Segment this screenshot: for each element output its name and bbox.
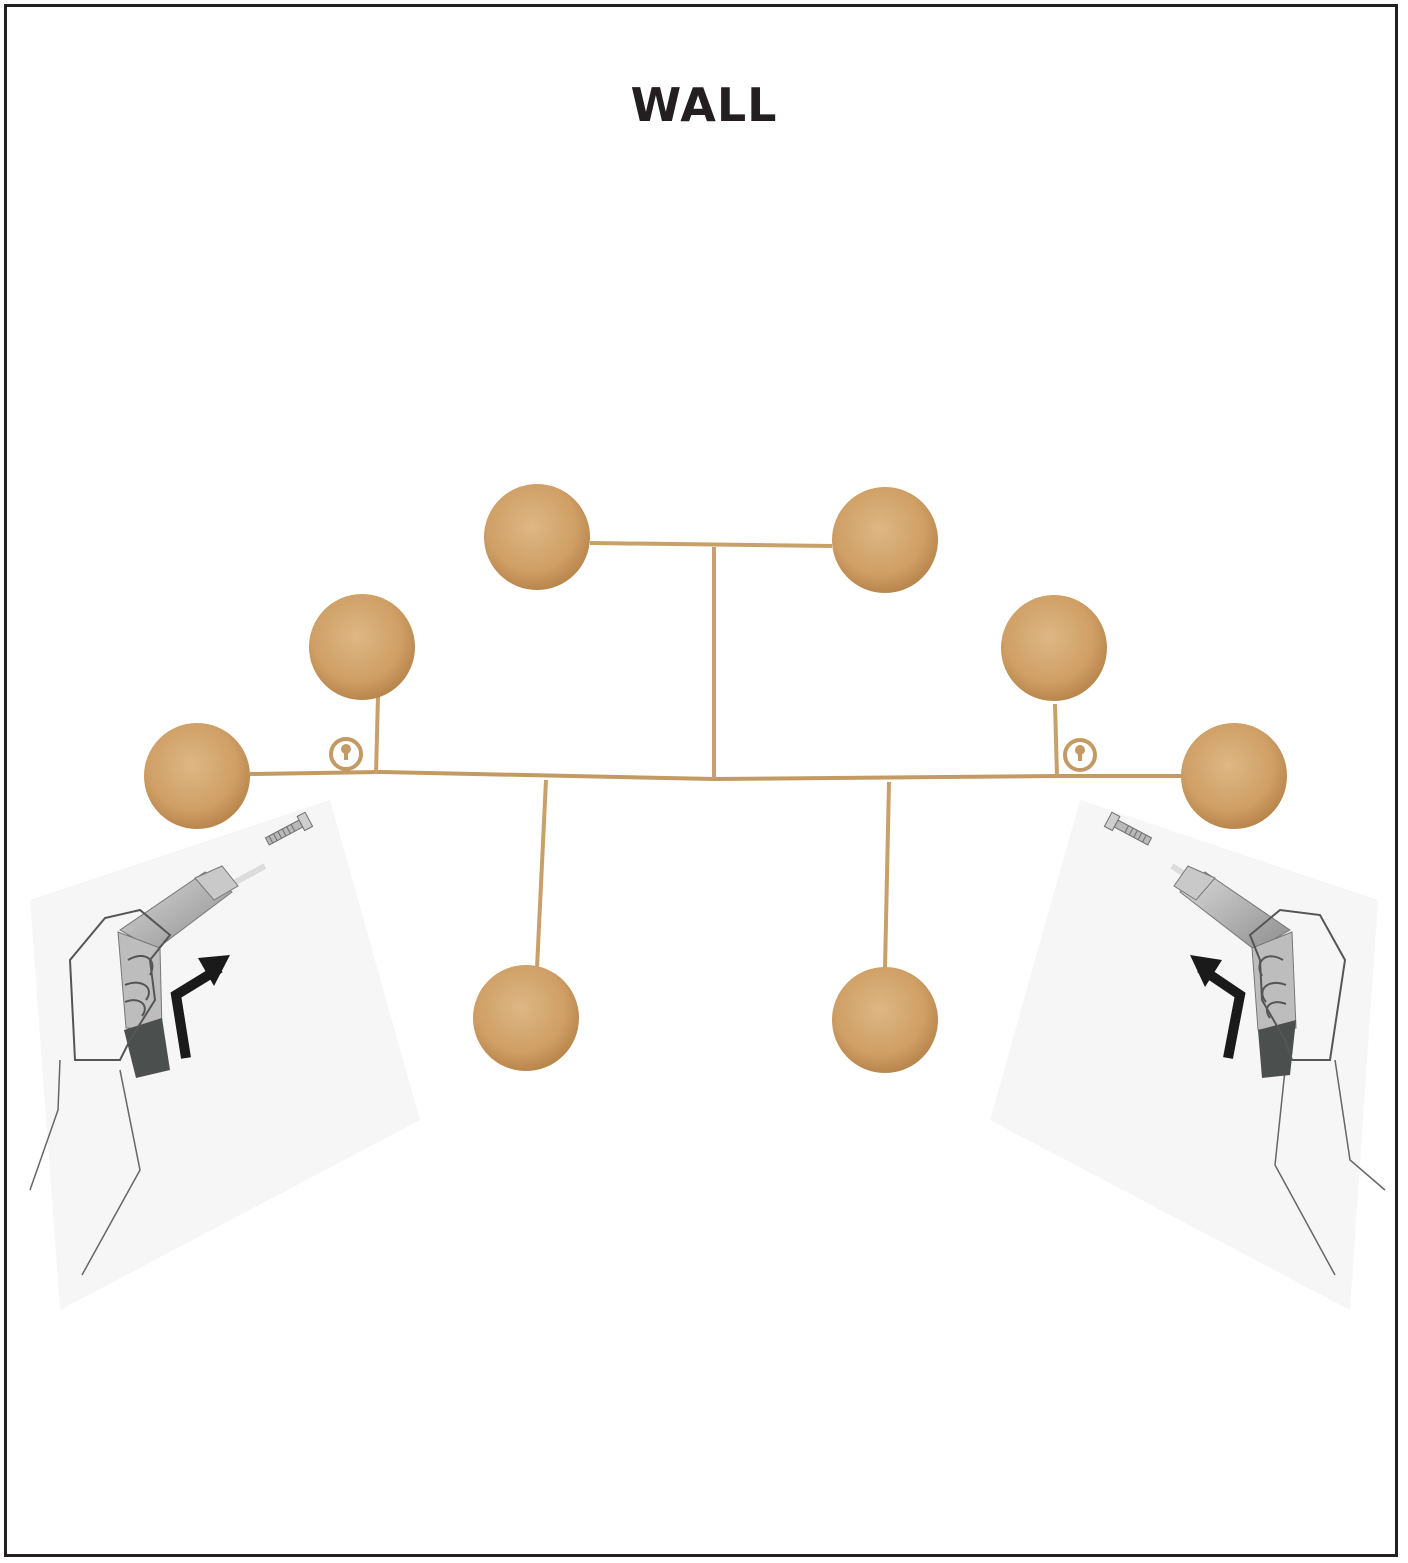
hook-disc: [1001, 595, 1107, 701]
keyhole-bracket-right: [1063, 738, 1097, 772]
hook-disc: [832, 487, 938, 593]
coat-rack: [249, 541, 1182, 969]
hook-discs: [144, 484, 1287, 1073]
right-hand: [1248, 908, 1347, 1061]
arrow-up-icon: [1190, 955, 1246, 1059]
power-drill-icon: [1173, 865, 1297, 1078]
left-hand: [68, 908, 172, 1061]
left-drill-group: [29, 863, 267, 1276]
hook-disc: [484, 484, 590, 590]
screw-icon: [1103, 811, 1153, 846]
drill-bit: [230, 863, 267, 887]
hook-disc: [473, 965, 579, 1071]
keyhole-bracket-left: [329, 737, 363, 771]
hook-disc: [832, 967, 938, 1073]
right-drill-group: [1170, 863, 1386, 1276]
screw-icon: [264, 811, 314, 846]
arrow-up-icon: [170, 955, 230, 1059]
wall-label: WALL: [630, 78, 778, 132]
hook-disc: [144, 723, 250, 829]
hook-disc: [309, 594, 415, 700]
hook-disc: [1181, 723, 1287, 829]
